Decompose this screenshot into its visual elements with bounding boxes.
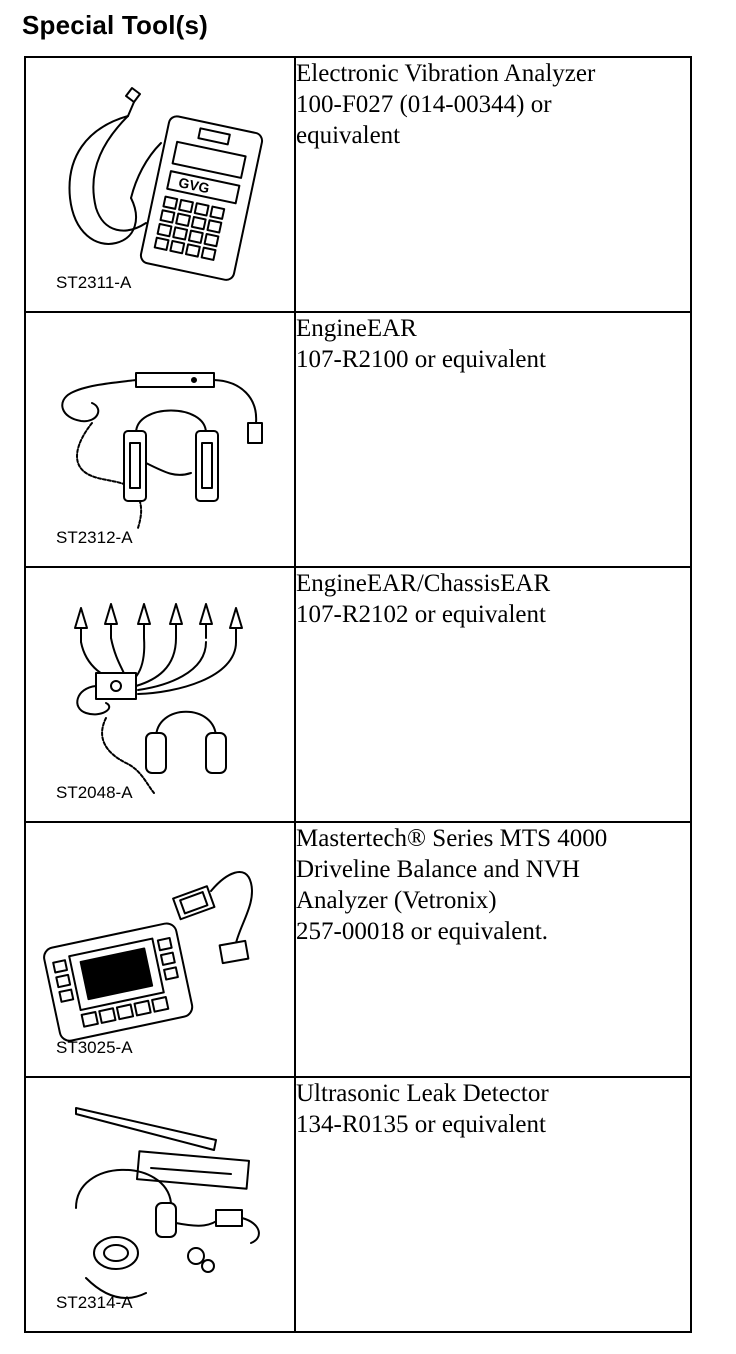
tool-name-cont: Driveline Balance and NVH <box>296 856 580 883</box>
tool-name: EngineEAR/ChassisEAR <box>296 570 551 597</box>
engine-chassis-ear-icon <box>74 603 243 794</box>
tool-name-cont: Analyzer (Vetronix) <box>296 887 497 914</box>
tool-description: Mastertech® Series MTS 4000 Driveline Ba… <box>294 821 692 1078</box>
tool-code: ST2311-A <box>56 273 132 292</box>
table-row: ST2314-A Ultrasonic Leak Detector 134-R0… <box>24 1076 692 1333</box>
tool-part-number: 257-00018 or equivalent. <box>296 918 549 945</box>
tool-name: Mastertech® Series MTS 4000 <box>296 825 608 852</box>
tool-illustration-cell: ST2048-A <box>24 566 296 823</box>
engine-ear-icon <box>61 372 263 529</box>
special-tools-table: GVG ST2311-A Electronic Vibration Analyz… <box>24 56 692 1333</box>
page-title: Special Tool(s) <box>22 10 208 40</box>
tool-illustration-cell: ST3025-A <box>24 821 296 1078</box>
tool-illustration-cell: ST2312-A <box>24 311 296 568</box>
tool-name: EngineEAR <box>296 315 417 342</box>
table-row: ST2312-A EngineEAR 107-R2100 or equivale… <box>24 311 692 568</box>
tool-description: Electronic Vibration Analyzer 100-F027 (… <box>294 56 692 313</box>
mts4000-analyzer-icon <box>43 871 253 1042</box>
tool-illustration-cell: GVG ST2311-A <box>24 56 296 313</box>
table-row: ST3025-A Mastertech® Series MTS 4000 Dri… <box>24 821 692 1078</box>
tool-part-number: 107-R2100 or equivalent <box>296 346 546 373</box>
table-row: ST2048-A EngineEAR/ChassisEAR 107-R2102 … <box>24 566 692 823</box>
tool-description: EngineEAR/ChassisEAR 107-R2102 or equiva… <box>294 566 692 823</box>
tool-code: ST2048-A <box>56 783 133 802</box>
tool-part-number: 107-R2102 or equivalent <box>296 601 546 628</box>
tool-description: Ultrasonic Leak Detector 134-R0135 or eq… <box>294 1076 692 1333</box>
table-row: GVG ST2311-A Electronic Vibration Analyz… <box>24 56 692 313</box>
ultrasonic-leak-detector-icon <box>75 1107 260 1299</box>
tool-note: equivalent <box>296 122 401 149</box>
tool-code: ST3025-A <box>56 1038 133 1057</box>
svg-text:GVG: GVG <box>177 174 211 196</box>
tool-part-number: 134-R0135 or equivalent <box>296 1111 546 1138</box>
tool-description: EngineEAR 107-R2100 or equivalent <box>294 311 692 568</box>
vibration-analyzer-icon: GVG <box>68 87 264 281</box>
tool-name: Ultrasonic Leak Detector <box>296 1080 549 1107</box>
tool-part-number: 100-F027 (014-00344) or <box>296 91 552 118</box>
tool-name: Electronic Vibration Analyzer <box>296 60 596 87</box>
tool-code: ST2312-A <box>56 528 133 547</box>
tool-illustration-cell: ST2314-A <box>24 1076 296 1333</box>
tool-code: ST2314-A <box>56 1293 133 1312</box>
